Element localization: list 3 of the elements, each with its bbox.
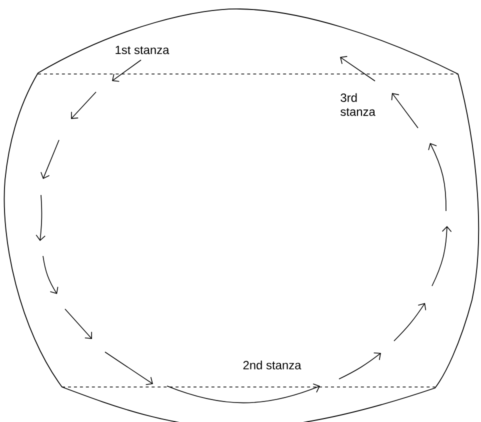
stanza-label: 1st stanza: [116, 46, 170, 54]
stanza-label: 2nd stanza: [243, 360, 302, 370]
stanza-label: 3rd stanza: [340, 93, 376, 116]
